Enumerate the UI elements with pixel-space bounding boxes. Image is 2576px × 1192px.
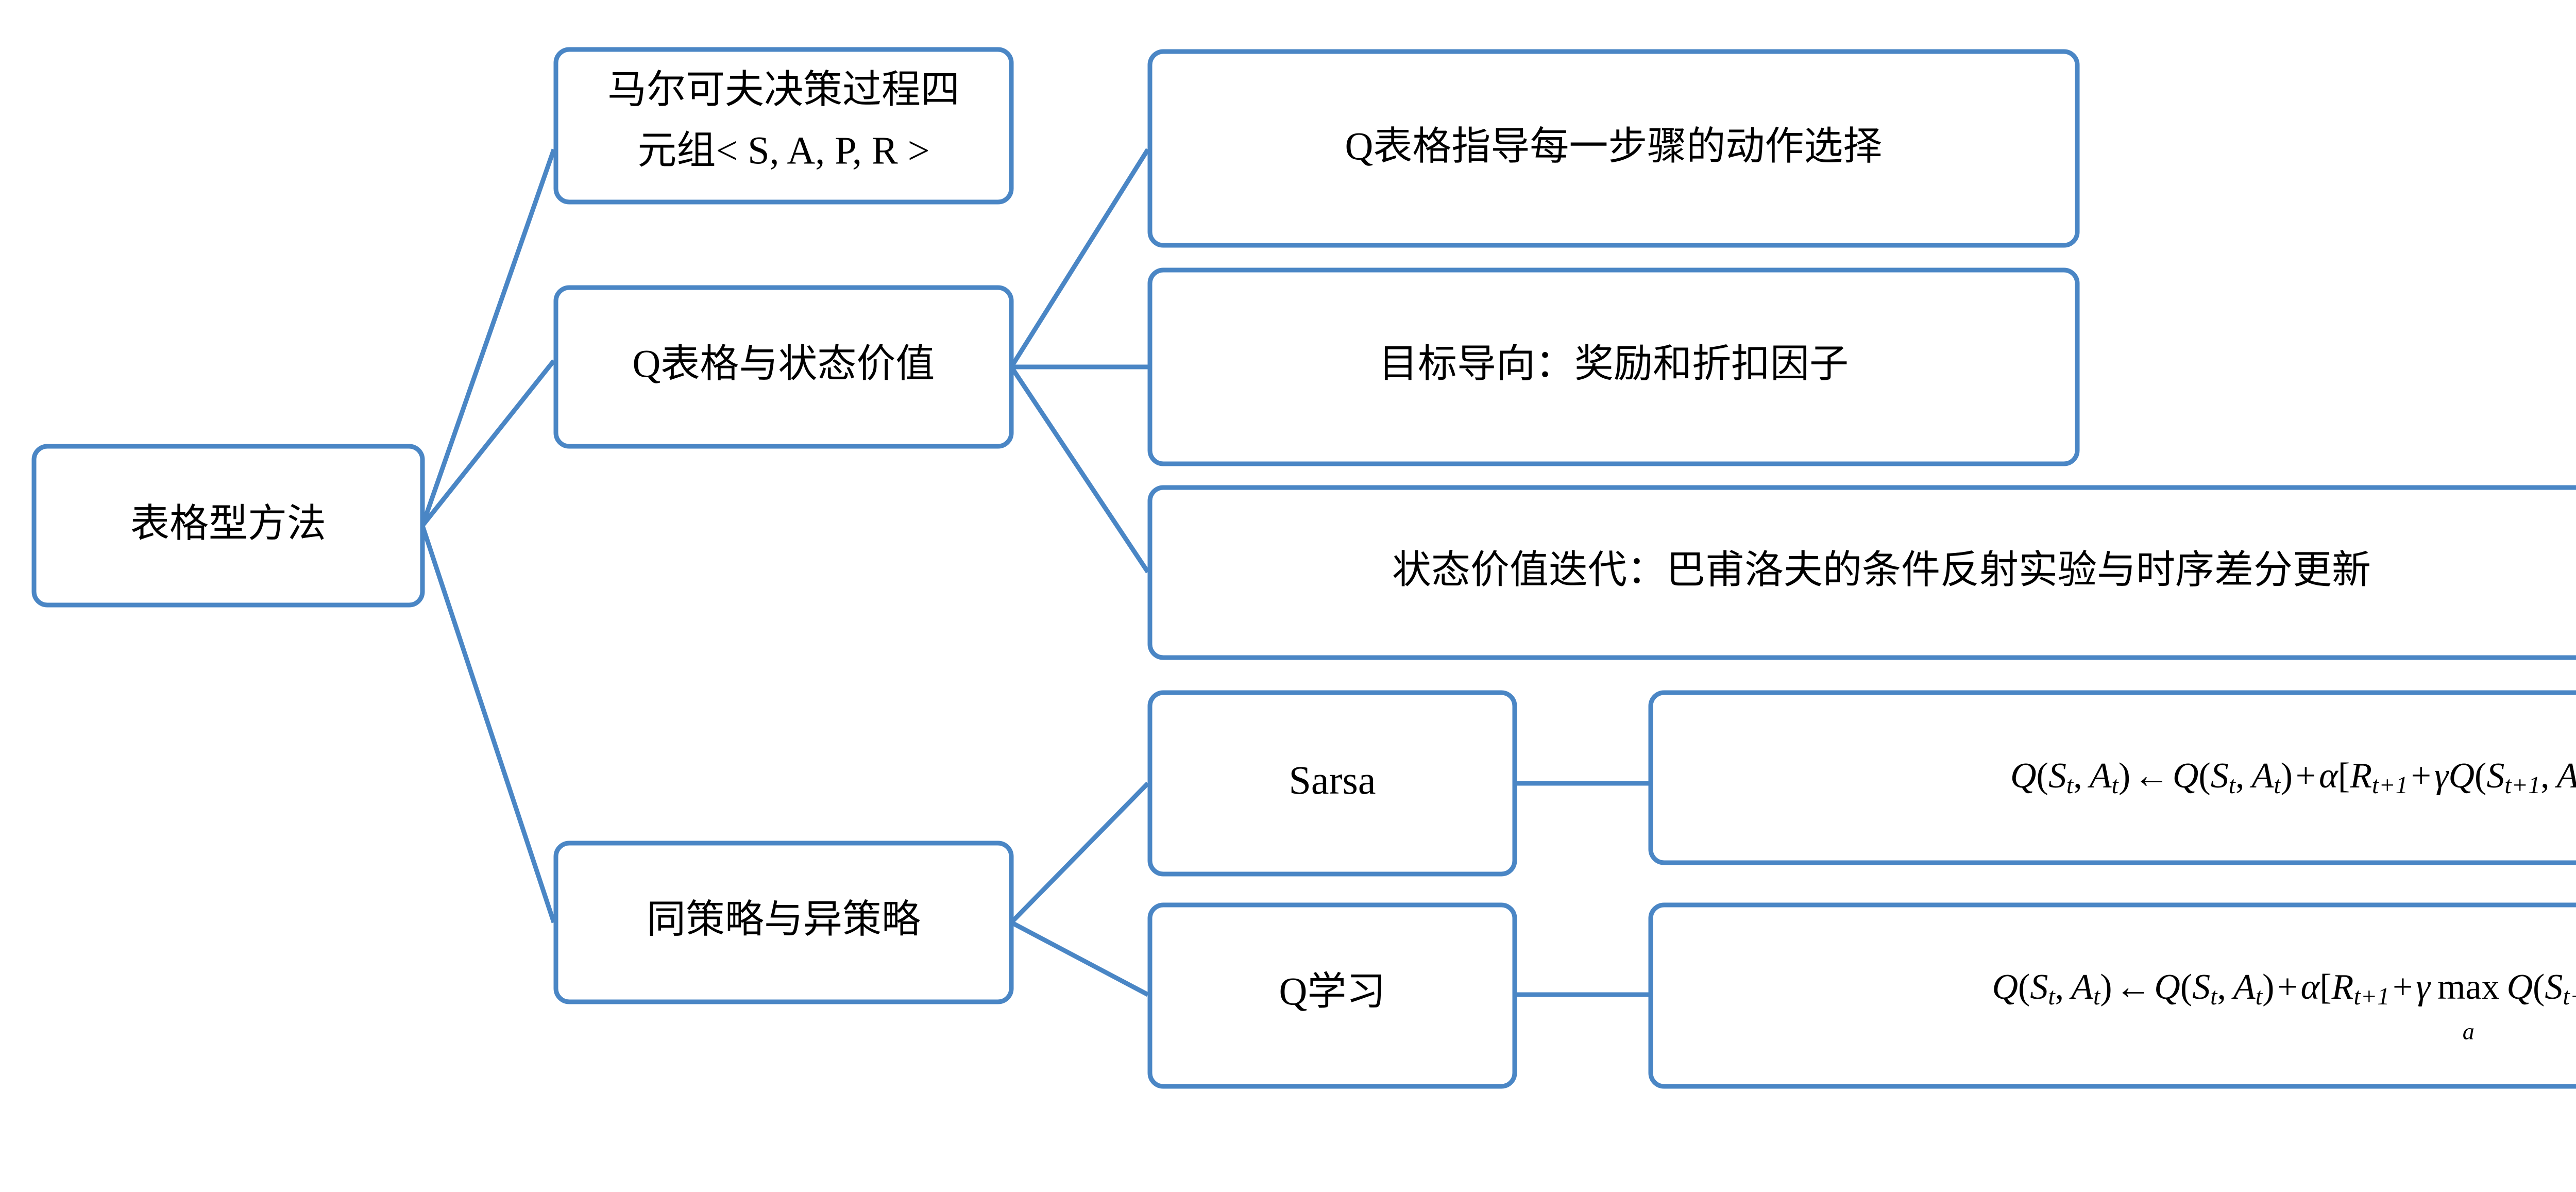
- node-q-learning-formula-box[interactable]: [1648, 902, 2576, 1089]
- node-q-table-state-value-box[interactable]: [553, 285, 1014, 449]
- node-mdp-label-line2: 元组< S, A, P, R >: [637, 129, 929, 172]
- node-mdp[interactable]: 马尔可夫决策过程四 元组< S, A, P, R >: [553, 47, 1014, 205]
- node-q-table-guides-action-box[interactable]: [1147, 49, 2080, 248]
- node-sarsa-box[interactable]: [1147, 690, 1517, 877]
- node-sarsa[interactable]: Sarsa: [1147, 690, 1517, 877]
- connector-root-to-on-off-policy: [420, 525, 556, 924]
- node-on-off-policy[interactable]: 同策略与异策略: [553, 841, 1014, 1004]
- node-state-value-iteration-box[interactable]: [1147, 485, 2576, 660]
- node-q-learning-label: Q学习: [1279, 970, 1386, 1013]
- connector-root-to-mdp: [420, 148, 556, 527]
- node-sarsa-formula-text: Q(St, At) ← Q(St, At) + α[Rt+1 + γQ(St+1…: [2010, 756, 2576, 799]
- connector-q-table-to-state-value-iteration: [1009, 365, 1150, 574]
- node-q-learning-formula-text: Q(St, At) ← Q(St, At) + α[Rt+1 + γ max Q…: [1992, 967, 2576, 1010]
- node-goal-oriented-label: 目标导向：奖励和折扣因子: [1379, 342, 1849, 385]
- node-q-learning-box[interactable]: [1147, 902, 1517, 1089]
- node-sarsa-formula-box[interactable]: [1648, 690, 2576, 865]
- node-goal-oriented-box[interactable]: [1147, 267, 2080, 466]
- node-mdp-box[interactable]: [553, 47, 1014, 205]
- node-q-learning[interactable]: Q学习: [1147, 902, 1517, 1089]
- node-q-table-state-value[interactable]: Q表格与状态价值: [553, 285, 1014, 449]
- connector-policy-to-q-learning: [1010, 920, 1149, 997]
- node-on-off-policy-label: 同策略与异策略: [647, 898, 921, 941]
- node-root[interactable]: 表格型方法: [31, 444, 425, 608]
- node-sarsa-formula[interactable]: Q(St, At) ← Q(St, At) + α[Rt+1 + γQ(St+1…: [1648, 690, 2576, 865]
- node-q-table-guides-action[interactable]: Q表格指导每一步骤的动作选择: [1147, 49, 2080, 248]
- connector-root-to-q-table: [420, 359, 556, 527]
- node-sarsa-label: Sarsa: [1289, 758, 1376, 802]
- node-q-table-guides-action-label: Q表格指导每一步骤的动作选择: [1345, 125, 1883, 168]
- node-root-label: 表格型方法: [130, 502, 326, 545]
- node-state-value-iteration-label: 状态价值迭代：巴甫洛夫的条件反射实验与时序差分更新: [1392, 548, 2371, 592]
- node-q-learning-formula[interactable]: Q(St, At) ← Q(St, At) + α[Rt+1 + γ max Q…: [1648, 902, 2576, 1089]
- connector-policy-to-sarsa: [1009, 781, 1150, 925]
- connector-group: [420, 148, 1649, 997]
- node-goal-oriented[interactable]: 目标导向：奖励和折扣因子: [1147, 267, 2080, 466]
- node-mdp-label-line1: 马尔可夫决策过程四: [607, 68, 960, 111]
- connector-q-table-to-guides-action: [1009, 148, 1150, 368]
- node-on-off-policy-box[interactable]: [553, 841, 1014, 1004]
- node-q-table-state-value-label: Q表格与状态价值: [633, 342, 935, 385]
- node-root-box[interactable]: [31, 444, 425, 608]
- node-q-learning-max-subscript: a: [2463, 1018, 2475, 1045]
- node-state-value-iteration[interactable]: 状态价值迭代：巴甫洛夫的条件反射实验与时序差分更新: [1147, 485, 2576, 660]
